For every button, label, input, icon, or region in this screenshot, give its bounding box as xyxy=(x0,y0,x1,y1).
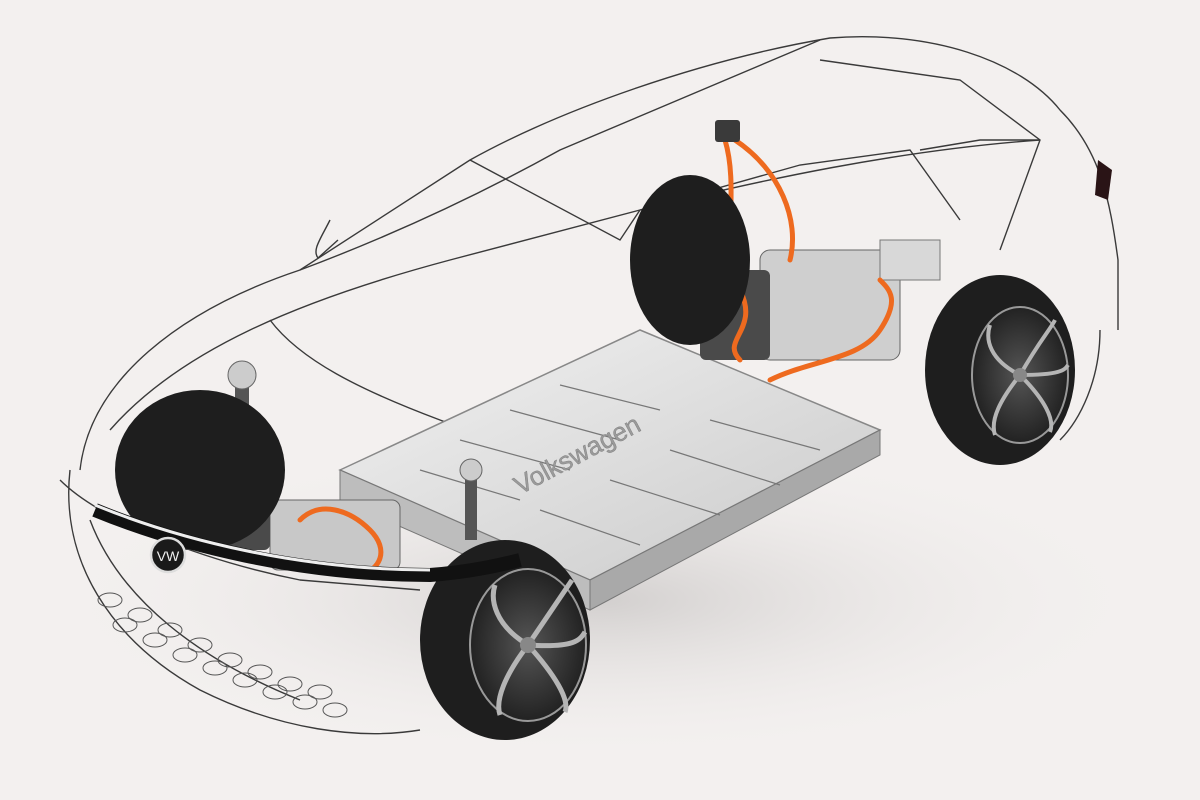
svg-text:VW: VW xyxy=(157,548,180,564)
wheel-rear-right xyxy=(925,275,1075,465)
wheel-front-right xyxy=(420,540,590,740)
taillight xyxy=(1095,160,1112,200)
front-bumper-bar xyxy=(92,503,522,583)
wheel-rear-left xyxy=(630,175,750,345)
charging-port xyxy=(715,120,740,142)
front-grille-pattern xyxy=(97,592,348,718)
vw-logo-badge: VW xyxy=(149,536,187,574)
body-wireframe xyxy=(59,36,1119,735)
wheel-front-left xyxy=(115,390,285,550)
